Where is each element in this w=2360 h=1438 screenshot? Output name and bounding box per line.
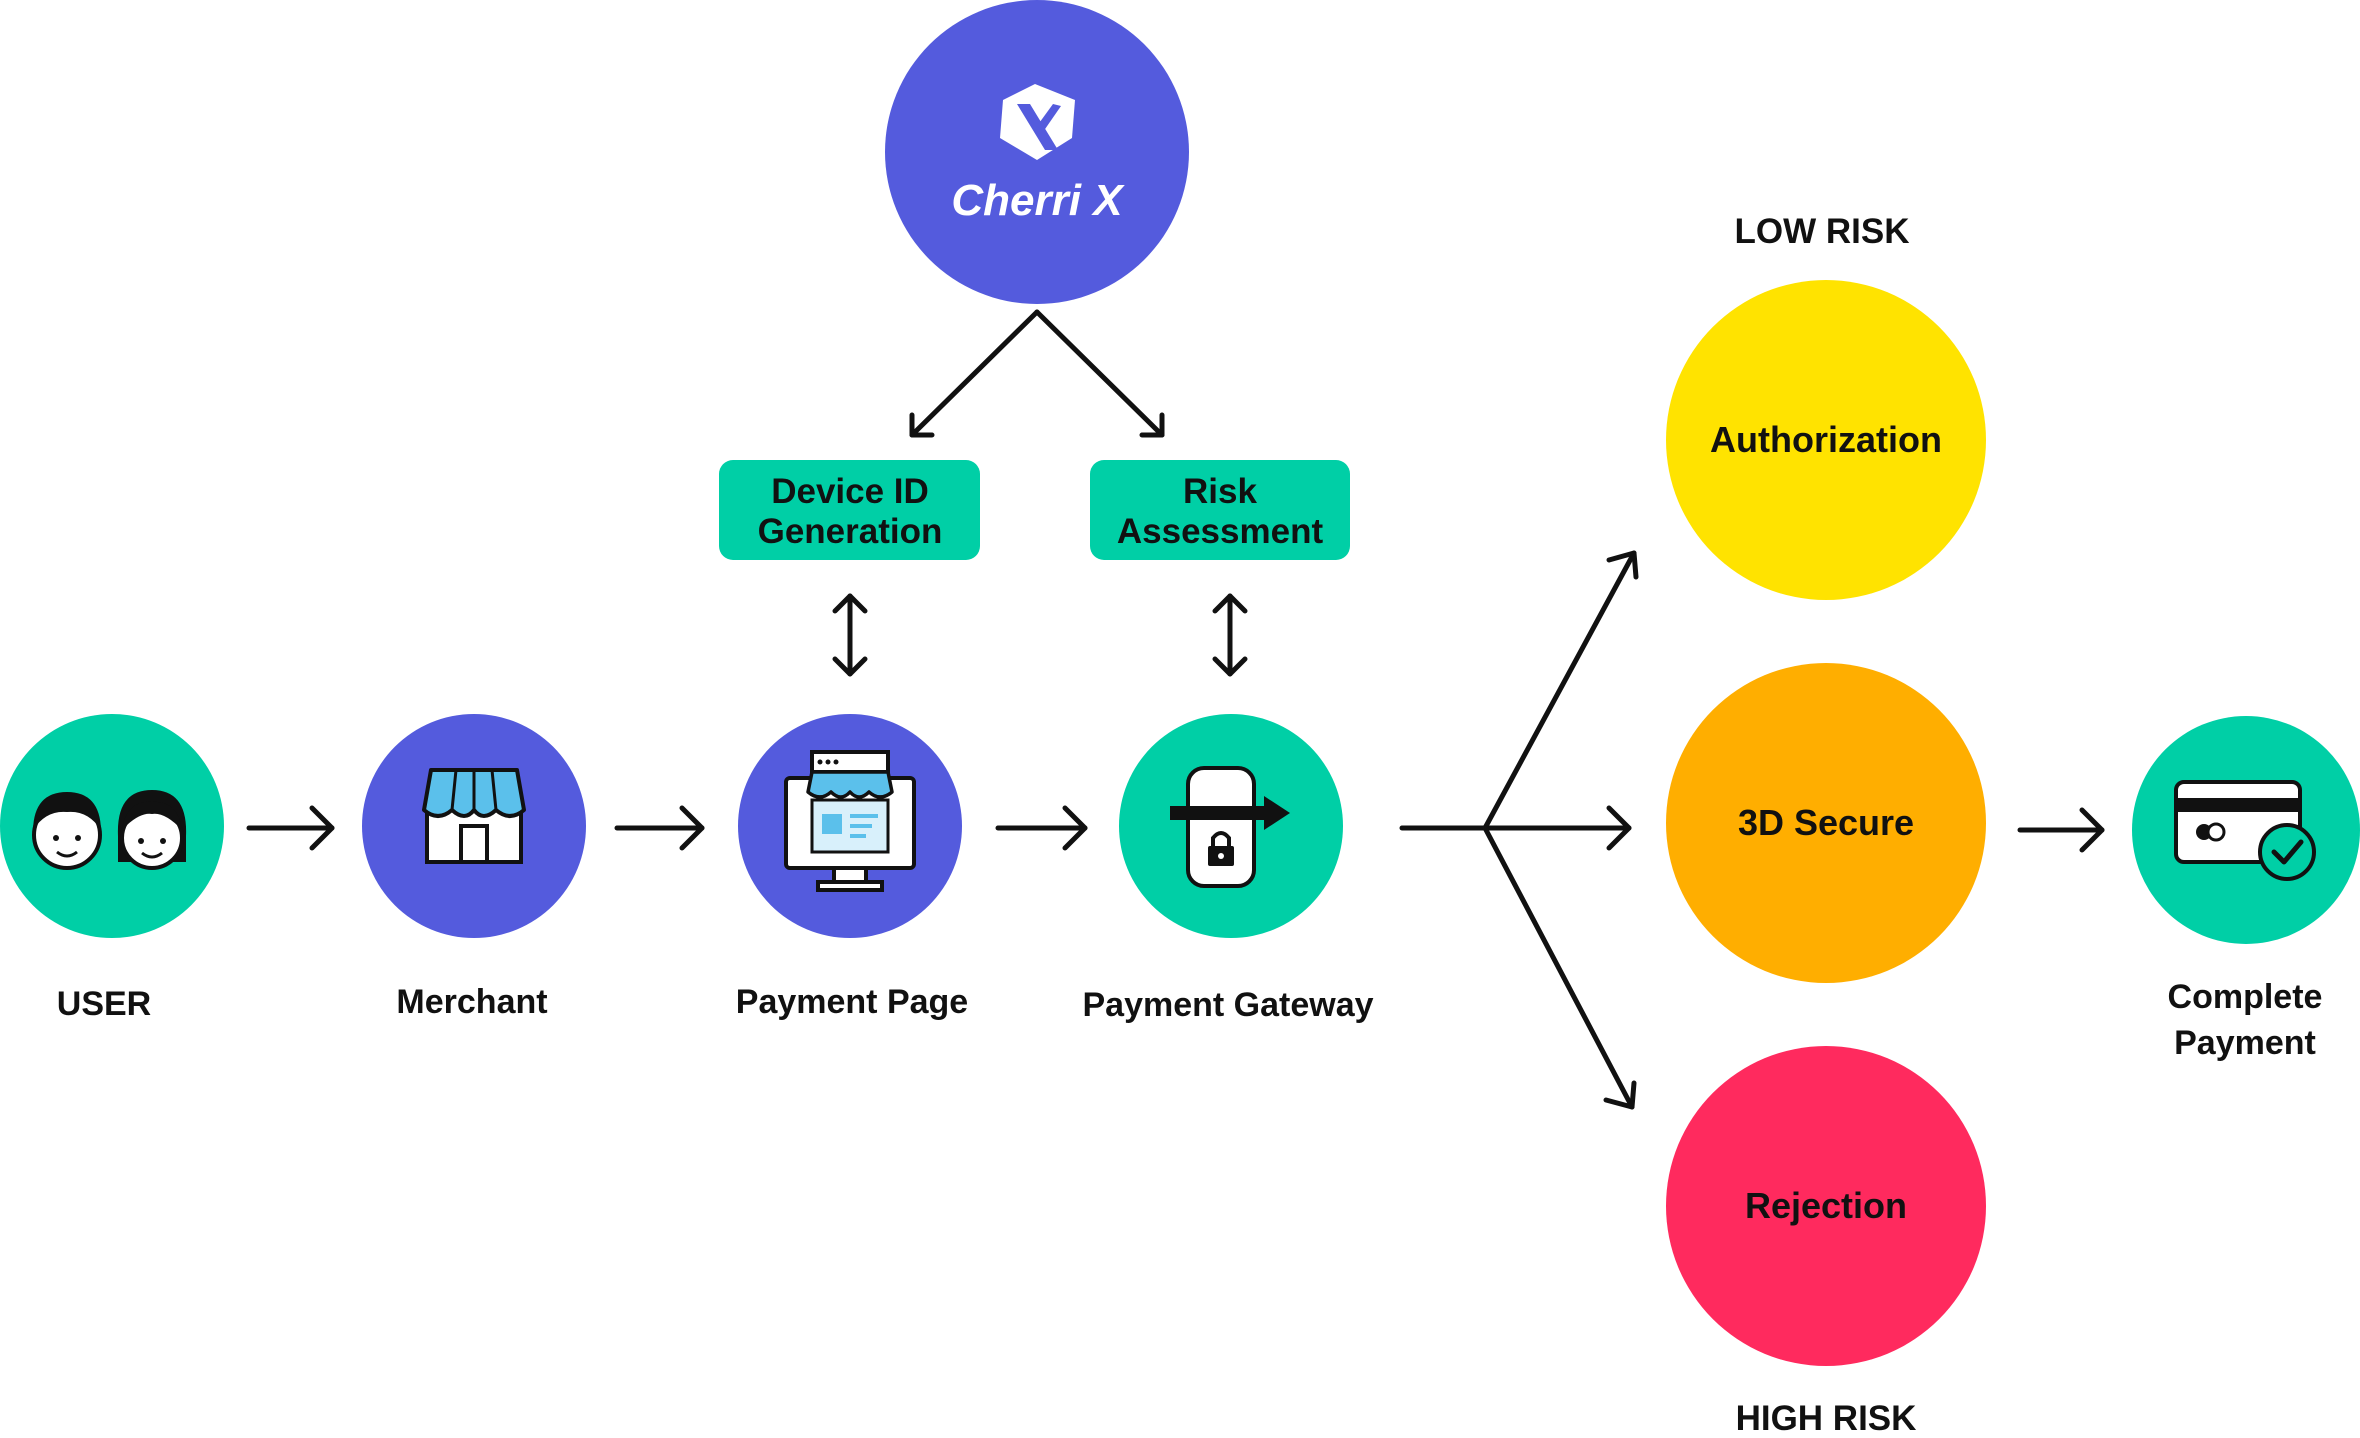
payment-page-node bbox=[738, 714, 962, 938]
high-risk-label: HIGH RISK bbox=[1736, 1399, 1917, 1438]
user-node bbox=[0, 714, 224, 938]
rejection-node: Rejection bbox=[1666, 1046, 1986, 1366]
fan-out-arrows bbox=[1399, 550, 1639, 1110]
complete-label-line1: Complete bbox=[2168, 978, 2323, 1016]
3d-secure-label: 3D Secure bbox=[1738, 802, 1914, 843]
3d-secure-node: 3D Secure bbox=[1666, 663, 1986, 983]
device-id-generation-box: Device ID Generation bbox=[719, 460, 980, 560]
risk-assessment-box: Risk Assessment bbox=[1090, 460, 1350, 560]
merchant-label: Merchant bbox=[396, 983, 547, 1021]
user-label: USER bbox=[57, 985, 151, 1023]
device-box-line1: Device ID bbox=[771, 472, 929, 511]
complete-payment-node bbox=[2132, 716, 2360, 944]
card-check-icon bbox=[2174, 780, 2316, 881]
arrow-merchant-to-payment-page bbox=[614, 805, 705, 851]
arrow-user-to-merchant bbox=[246, 805, 335, 851]
complete-label-line2: Payment bbox=[2174, 1024, 2316, 1062]
rejection-label: Rejection bbox=[1745, 1185, 1907, 1226]
shop-icon bbox=[422, 768, 526, 864]
risk-box-line2: Assessment bbox=[1117, 512, 1324, 551]
bidirectional-arrow-device bbox=[832, 593, 868, 677]
low-risk-label: LOW RISK bbox=[1735, 212, 1910, 251]
cherri-x-logo-icon bbox=[1000, 84, 1075, 160]
bidirectional-arrow-risk bbox=[1212, 593, 1248, 677]
users-icon bbox=[32, 790, 187, 870]
risk-box-line1: Risk bbox=[1183, 472, 1257, 511]
merchant-node bbox=[362, 714, 586, 938]
cherri-to-boxes-arrows bbox=[909, 309, 1165, 438]
authorization-label: Authorization bbox=[1710, 419, 1942, 460]
gateway-lock-icon bbox=[1170, 766, 1290, 888]
payment-gateway-node bbox=[1119, 714, 1343, 938]
brand-name: Cherri X bbox=[951, 176, 1125, 225]
cherri-x-node: Cherri X bbox=[885, 0, 1189, 304]
web-store-icon bbox=[784, 750, 916, 892]
arrow-3d-secure-to-complete bbox=[2017, 807, 2105, 853]
device-box-line2: Generation bbox=[758, 512, 943, 551]
payment-gateway-label: Payment Gateway bbox=[1082, 986, 1373, 1024]
authorization-node: Authorization bbox=[1666, 280, 1986, 600]
arrow-payment-page-to-gateway bbox=[995, 805, 1088, 851]
payment-page-label: Payment Page bbox=[736, 983, 968, 1021]
